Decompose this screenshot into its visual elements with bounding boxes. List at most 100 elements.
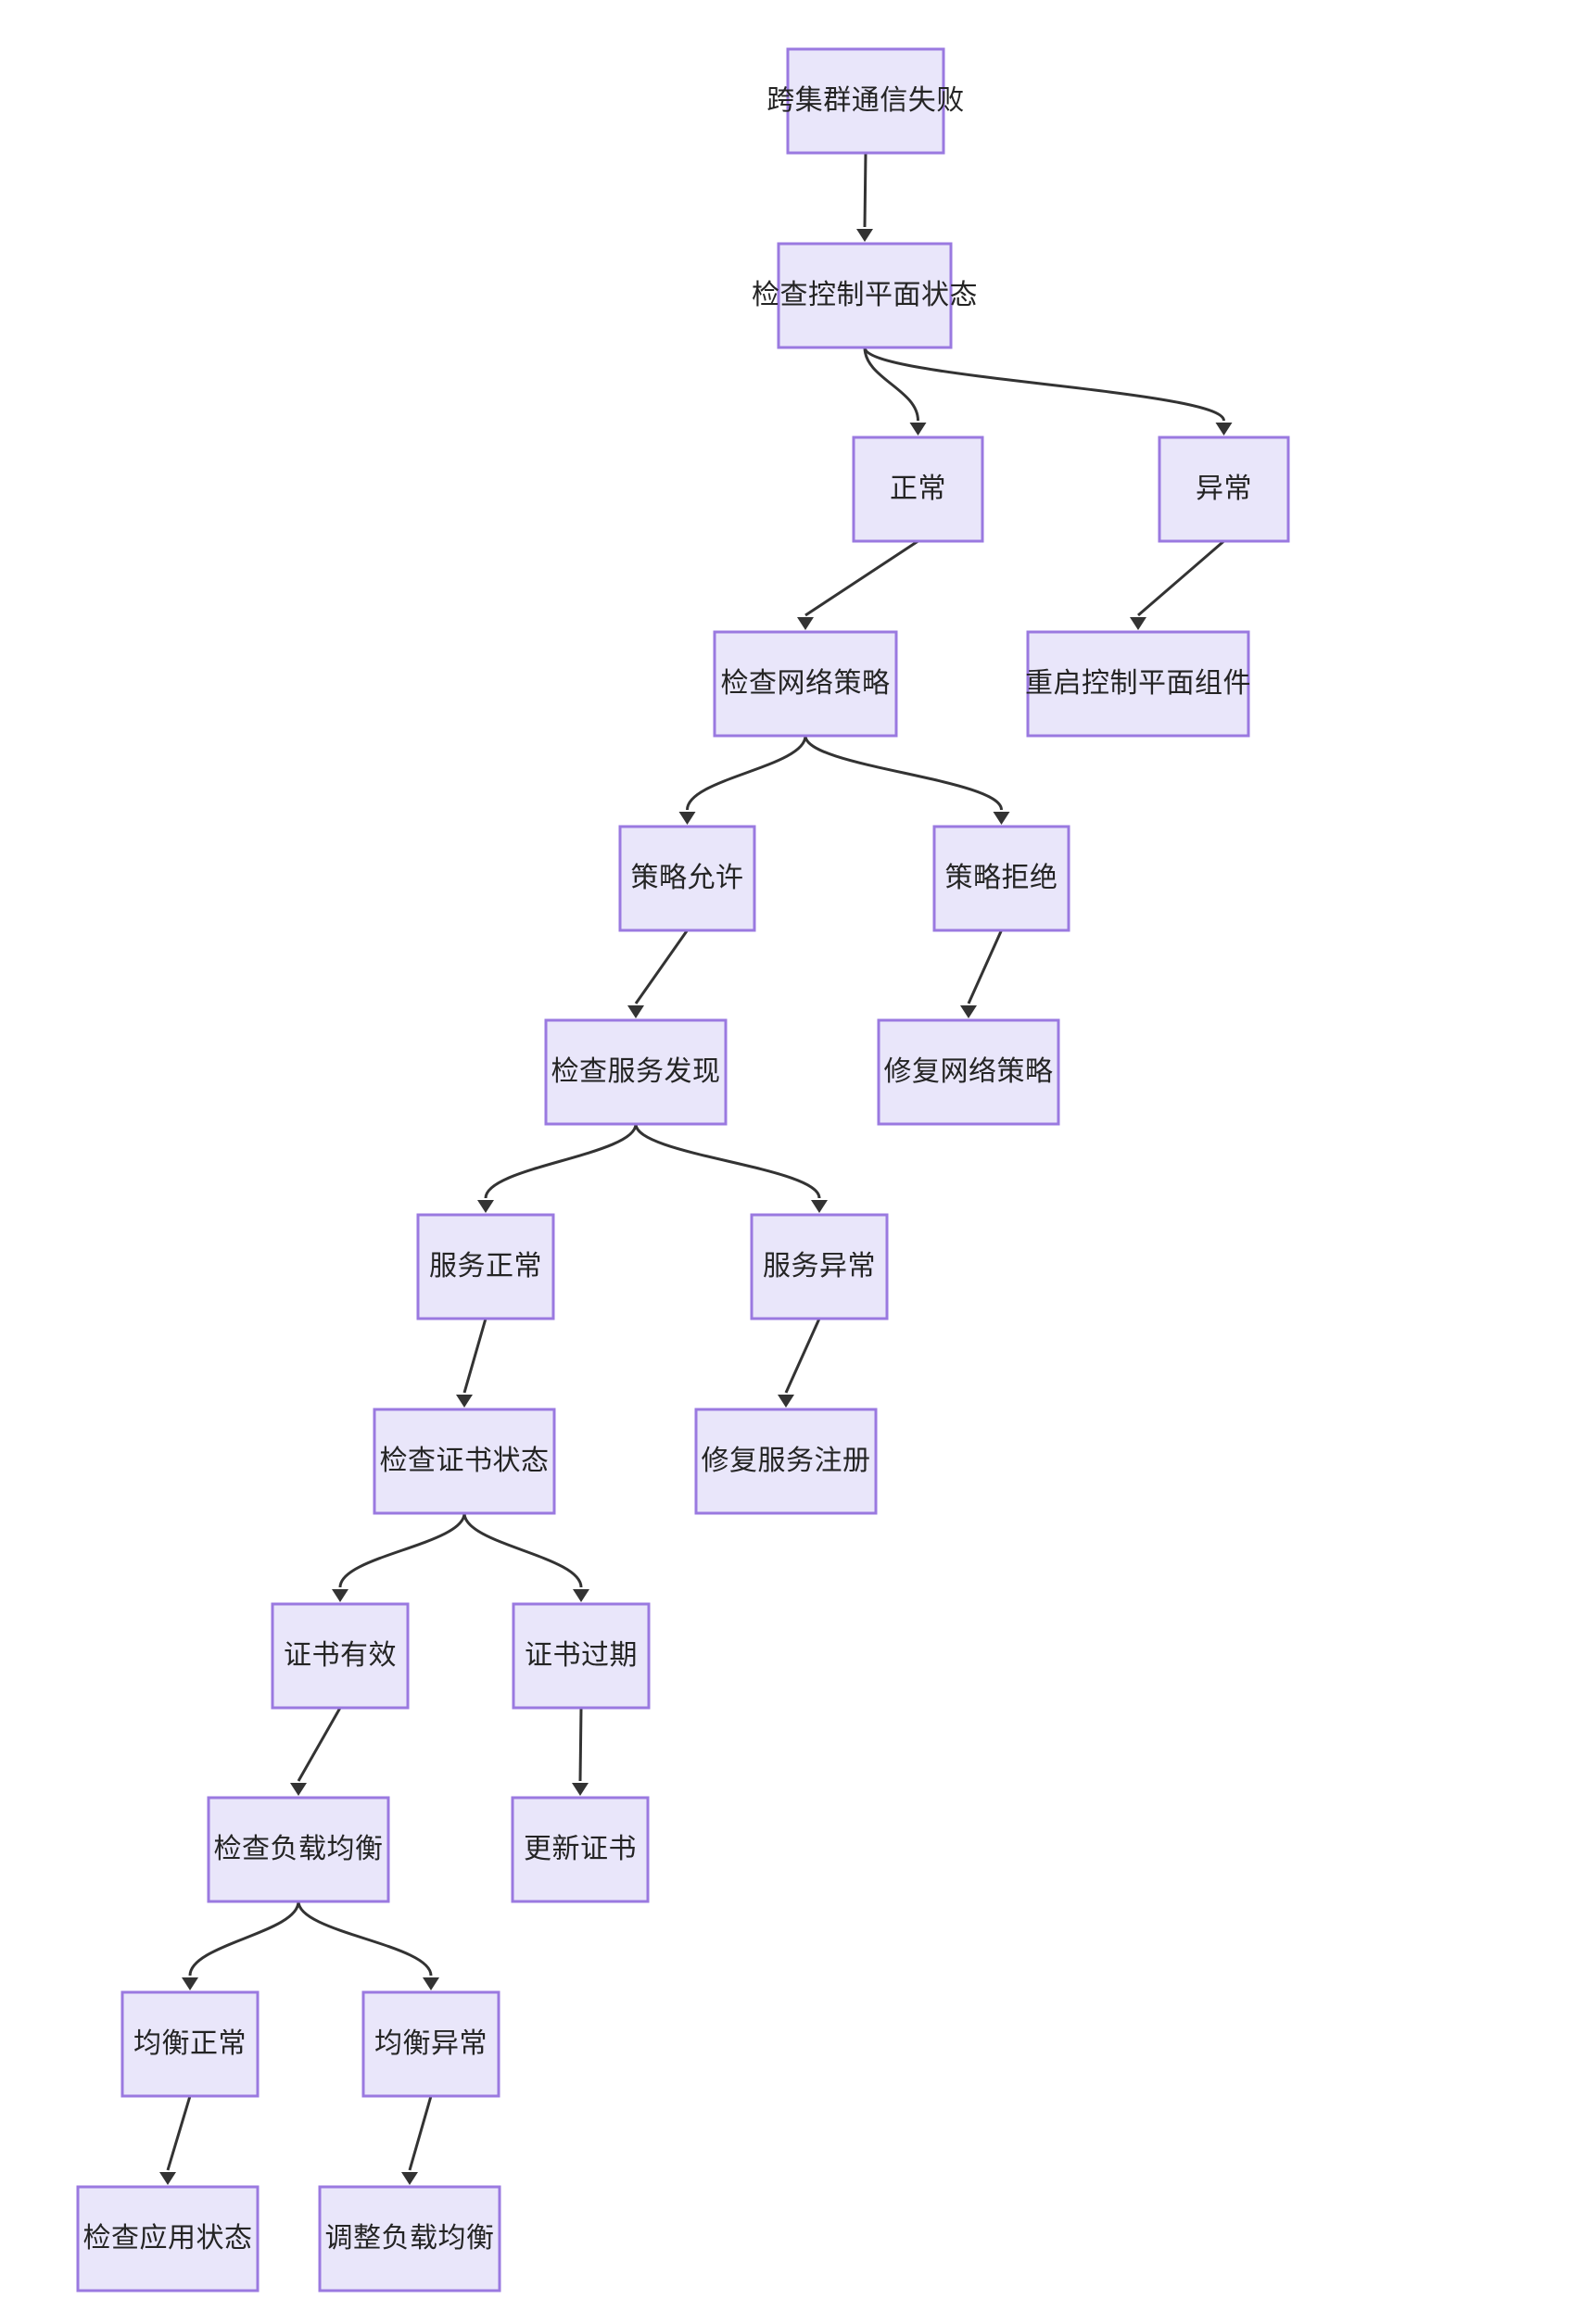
node-box[interactable] — [511, 1796, 650, 1903]
arrowhead-icon — [797, 617, 814, 630]
node-label: 检查网络策略 — [721, 668, 891, 699]
edges-layer — [159, 152, 1233, 2185]
node-label: 更新证书 — [524, 1834, 637, 1864]
arrowhead-icon — [856, 229, 873, 242]
node-box[interactable] — [76, 2185, 260, 2292]
arrowhead-icon — [182, 1977, 198, 1990]
flow-node-n3[interactable]: 正常 — [852, 436, 984, 543]
node-label: 检查负载均衡 — [214, 1834, 384, 1864]
flow-node-n10[interactable]: 修复网络策略 — [877, 1018, 1060, 1126]
arrowhead-icon — [678, 812, 696, 825]
node-label: 重启控制平面组件 — [1025, 668, 1251, 699]
node-box[interactable] — [512, 1602, 651, 1710]
flow-node-n17[interactable]: 检查负载均衡 — [207, 1796, 390, 1903]
arrowhead-icon — [909, 423, 927, 436]
node-label: 检查控制平面状态 — [752, 280, 978, 310]
node-label: 调整负载均衡 — [325, 2223, 495, 2254]
flow-node-n19[interactable]: 均衡正常 — [120, 1990, 260, 2098]
arrowhead-icon — [290, 1783, 307, 1796]
edge-n2-to-n4 — [863, 347, 1233, 436]
edge-n2-to-n3 — [863, 347, 927, 436]
edge-n20-to-n22 — [401, 2095, 433, 2185]
arrowhead-icon — [573, 1589, 589, 1602]
node-label: 证书过期 — [525, 1640, 638, 1671]
node-box[interactable] — [416, 1213, 555, 1320]
node-box[interactable] — [777, 242, 953, 349]
node-box[interactable] — [932, 825, 1070, 932]
edge-n16-to-n18 — [572, 1707, 589, 1796]
node-box[interactable] — [361, 1990, 500, 2098]
node-label: 策略允许 — [631, 863, 744, 893]
flow-node-n11[interactable]: 服务正常 — [416, 1213, 555, 1320]
node-label: 证书有效 — [284, 1640, 397, 1671]
node-box[interactable] — [373, 1408, 556, 1515]
flow-node-n21[interactable]: 检查应用状态 — [76, 2185, 260, 2292]
flow-node-n7[interactable]: 策略允许 — [618, 825, 756, 932]
arrowhead-icon — [332, 1589, 348, 1602]
arrowhead-icon — [401, 2172, 418, 2185]
node-label: 修复服务注册 — [702, 1446, 871, 1476]
flow-node-n5[interactable]: 检查网络策略 — [713, 630, 898, 738]
node-box[interactable] — [618, 825, 756, 932]
node-label: 服务异常 — [763, 1251, 876, 1282]
node-box[interactable] — [1158, 436, 1290, 543]
flow-node-n14[interactable]: 修复服务注册 — [694, 1408, 878, 1515]
flow-node-n13[interactable]: 检查证书状态 — [373, 1408, 556, 1515]
flow-node-n1[interactable]: 跨集群通信失败 — [766, 47, 965, 155]
flow-node-n15[interactable]: 证书有效 — [271, 1602, 410, 1710]
flow-node-n20[interactable]: 均衡异常 — [361, 1990, 500, 2098]
edge-n1-to-n2 — [856, 152, 873, 242]
edge-n13-to-n16 — [462, 1512, 589, 1602]
flow-node-n9[interactable]: 检查服务发现 — [544, 1018, 728, 1126]
edge-n19-to-n21 — [159, 2095, 192, 2185]
arrowhead-icon — [811, 1200, 828, 1213]
edge-n5-to-n8 — [804, 735, 1010, 825]
arrowhead-icon — [778, 1395, 794, 1408]
arrowhead-icon — [1215, 423, 1233, 436]
node-label: 检查应用状态 — [83, 2223, 253, 2254]
flow-node-n6[interactable]: 重启控制平面组件 — [1025, 630, 1251, 738]
edge-n15-to-n17 — [290, 1707, 342, 1796]
edge-n5-to-n7 — [678, 735, 807, 825]
node-label: 服务正常 — [429, 1251, 542, 1282]
flow-node-n18[interactable]: 更新证书 — [511, 1796, 650, 1903]
node-box[interactable] — [694, 1408, 878, 1515]
node-box[interactable] — [713, 630, 898, 738]
node-label: 正常 — [890, 474, 946, 504]
node-box[interactable] — [852, 436, 984, 543]
edge-n17-to-n19 — [182, 1901, 300, 1990]
edge-n7-to-n9 — [627, 929, 689, 1018]
node-box[interactable] — [207, 1796, 390, 1903]
flow-node-n12[interactable]: 服务异常 — [750, 1213, 889, 1320]
flow-node-n4[interactable]: 异常 — [1158, 436, 1290, 543]
edge-n9-to-n11 — [477, 1123, 638, 1213]
node-box[interactable] — [750, 1213, 889, 1320]
node-box[interactable] — [786, 47, 945, 155]
edge-n3-to-n5 — [797, 539, 919, 630]
edge-n4-to-n6 — [1130, 539, 1225, 630]
node-label: 策略拒绝 — [945, 863, 1058, 893]
flow-node-n2[interactable]: 检查控制平面状态 — [752, 242, 978, 349]
arrowhead-icon — [627, 1005, 644, 1018]
edge-n17-to-n20 — [297, 1901, 439, 1990]
node-box[interactable] — [271, 1602, 410, 1710]
arrowhead-icon — [1130, 617, 1146, 630]
node-box[interactable] — [318, 2185, 501, 2292]
arrowhead-icon — [456, 1395, 473, 1408]
node-box[interactable] — [120, 1990, 260, 2098]
node-box[interactable] — [1026, 630, 1250, 738]
node-box[interactable] — [544, 1018, 728, 1126]
edge-n11-to-n13 — [456, 1318, 488, 1408]
flow-node-n16[interactable]: 证书过期 — [512, 1602, 651, 1710]
flow-node-n22[interactable]: 调整负载均衡 — [318, 2185, 501, 2292]
arrowhead-icon — [477, 1200, 494, 1213]
flow-node-n8[interactable]: 策略拒绝 — [932, 825, 1070, 932]
node-label: 修复网络策略 — [884, 1056, 1054, 1087]
node-label: 检查服务发现 — [551, 1056, 721, 1087]
node-box[interactable] — [877, 1018, 1060, 1126]
edge-n12-to-n14 — [778, 1318, 821, 1408]
node-label: 均衡正常 — [133, 2028, 247, 2059]
